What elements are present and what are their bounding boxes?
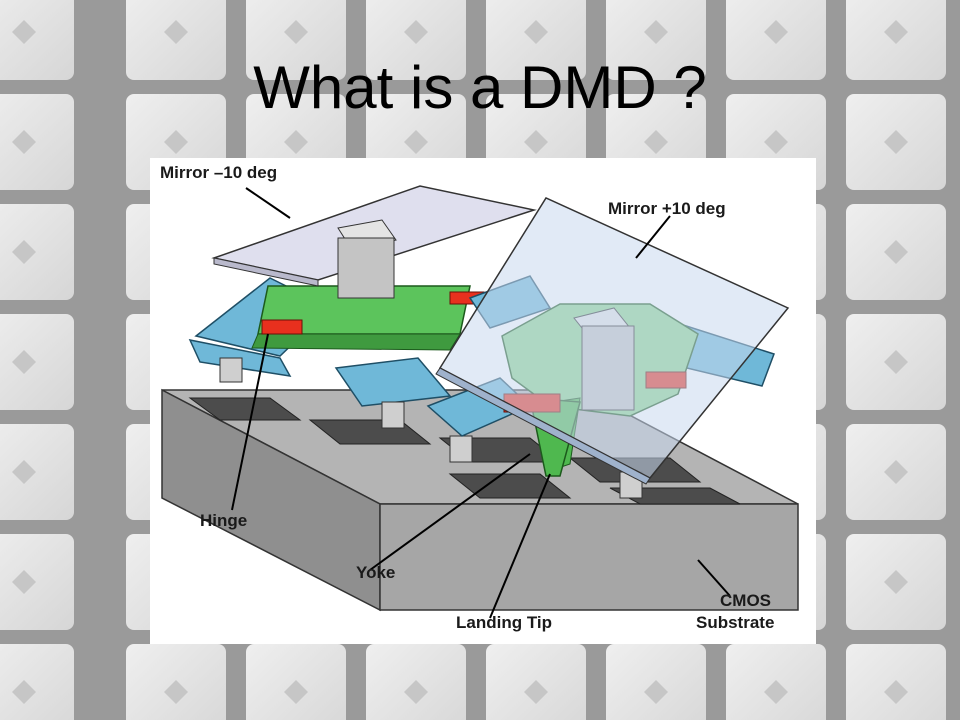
- tile-diamond: [764, 20, 788, 44]
- tile-diamond: [404, 680, 428, 704]
- tile-diamond: [524, 680, 548, 704]
- tile-diamond: [12, 240, 36, 264]
- tile-diamond: [644, 130, 668, 154]
- background-tile: [0, 0, 74, 80]
- mirror-plus-10: [435, 197, 790, 485]
- background-tile: [0, 204, 74, 300]
- tile-diamond: [884, 680, 908, 704]
- tile-diamond: [884, 240, 908, 264]
- tile-diamond: [12, 20, 36, 44]
- background-tile: [0, 94, 74, 190]
- tile-diamond: [884, 460, 908, 484]
- tile-diamond: [884, 570, 908, 594]
- tile-diamond: [164, 680, 188, 704]
- background-tile: [0, 424, 74, 520]
- leader-lines: [231, 187, 731, 619]
- mirror-post-left: [337, 219, 397, 299]
- slide-title: What is a DMD ?: [253, 54, 707, 121]
- yoke-left: [251, 285, 471, 351]
- tile-diamond: [404, 20, 428, 44]
- dmd-diagram: Mirror –10 deg Mirror +10 deg Hinge Yoke…: [150, 158, 816, 644]
- tile-diamond: [12, 680, 36, 704]
- tile-diamond: [164, 20, 188, 44]
- background-tile: [0, 314, 74, 410]
- background-tile: [0, 644, 74, 720]
- tile-diamond: [12, 460, 36, 484]
- tile-diamond: [884, 350, 908, 374]
- tile-diamond: [764, 680, 788, 704]
- tile-diamond: [284, 680, 308, 704]
- tile-diamond: [524, 130, 548, 154]
- tile-diamond: [12, 130, 36, 154]
- label-hinge: Hinge: [200, 511, 247, 530]
- tile-diamond: [12, 570, 36, 594]
- label-substrate: Substrate: [696, 613, 774, 632]
- tile-diamond: [884, 20, 908, 44]
- tile-diamond: [164, 130, 188, 154]
- tile-diamond: [764, 130, 788, 154]
- label-cmos: CMOS: [720, 591, 771, 610]
- tile-diamond: [284, 20, 308, 44]
- tile-diamond: [524, 20, 548, 44]
- tile-diamond: [644, 680, 668, 704]
- tile-diamond: [404, 130, 428, 154]
- label-landing-tip: Landing Tip: [456, 613, 552, 632]
- hinge-left-1: [261, 319, 303, 335]
- tile-diamond: [884, 130, 908, 154]
- tile-diamond: [644, 20, 668, 44]
- tile-diamond: [12, 350, 36, 374]
- support-posts: [219, 357, 643, 499]
- background-tile: [0, 534, 74, 630]
- label-mirror-plus: Mirror +10 deg: [608, 199, 726, 218]
- label-yoke: Yoke: [356, 563, 395, 582]
- label-mirror-minus: Mirror –10 deg: [160, 163, 277, 182]
- tile-diamond: [284, 130, 308, 154]
